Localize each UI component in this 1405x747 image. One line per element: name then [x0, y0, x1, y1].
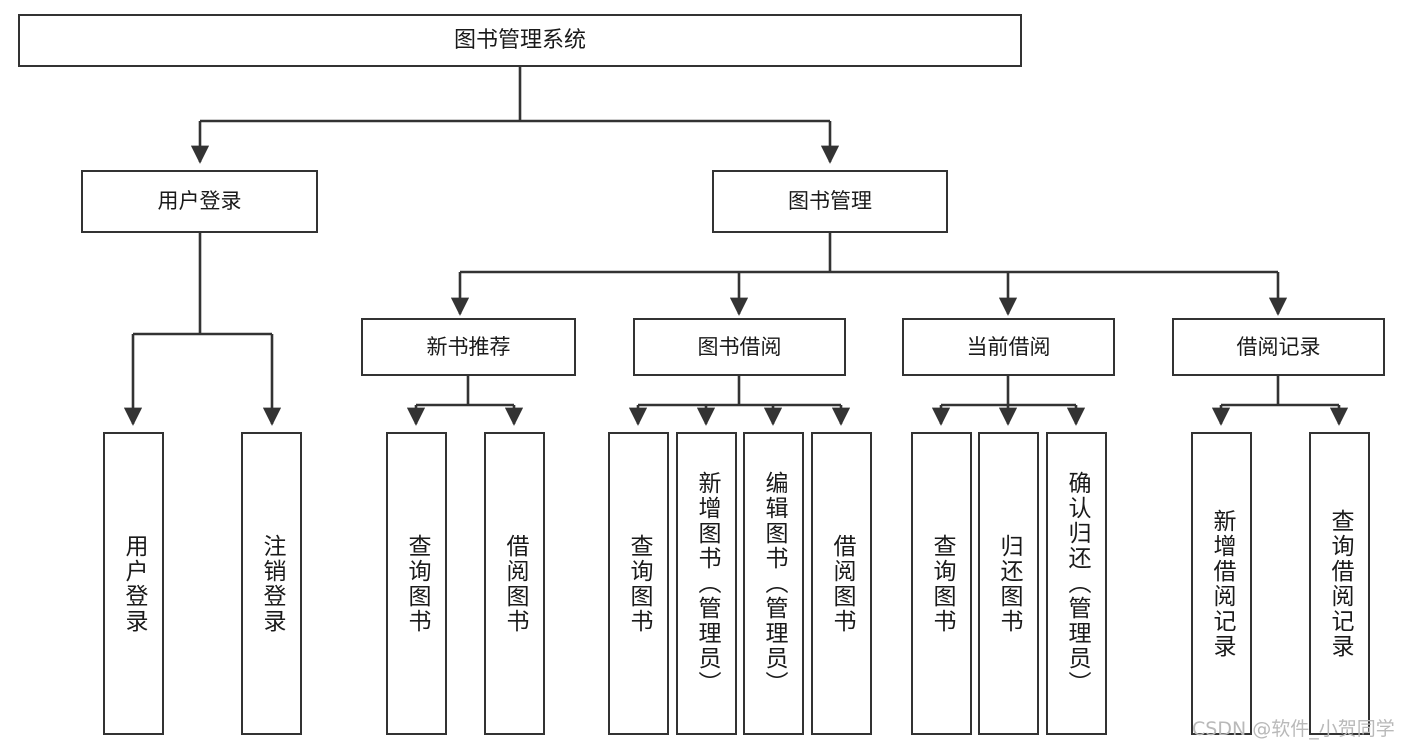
- node-leaf-add-book[interactable]: 新增图书（管理员）: [676, 432, 737, 735]
- node-label: 新增图书（管理员）: [694, 471, 720, 696]
- node-leaf-confirm-return[interactable]: 确认归还（管理员）: [1046, 432, 1107, 735]
- node-book-borrow[interactable]: 图书借阅: [633, 318, 846, 376]
- node-label: 用户登录: [121, 533, 147, 634]
- node-label: 注销登录: [259, 533, 285, 634]
- node-label: 借阅图书: [502, 533, 528, 634]
- node-label: 查询图书: [404, 533, 430, 634]
- node-label: 新书推荐: [426, 334, 511, 359]
- node-leaf-user-logout[interactable]: 注销登录: [241, 432, 302, 735]
- node-label: 查询借阅记录: [1327, 508, 1353, 659]
- node-label: 图书借阅: [697, 334, 782, 359]
- node-leaf-user-login[interactable]: 用户登录: [103, 432, 164, 735]
- csdn-watermark: CSDN @软件_小贺同学: [1192, 718, 1395, 740]
- node-label: 借阅图书: [829, 533, 855, 634]
- node-user-login[interactable]: 用户登录: [81, 170, 318, 233]
- node-book-manage[interactable]: 图书管理: [712, 170, 948, 233]
- node-label: 新增借阅记录: [1209, 508, 1235, 659]
- node-leaf-query-book-2[interactable]: 查询图书: [608, 432, 669, 735]
- node-borrow-record[interactable]: 借阅记录: [1172, 318, 1385, 376]
- node-label: 图书管理: [788, 189, 872, 214]
- node-new-book-recommend[interactable]: 新书推荐: [361, 318, 576, 376]
- node-leaf-borrow-book-1[interactable]: 借阅图书: [484, 432, 545, 735]
- node-leaf-query-book-3[interactable]: 查询图书: [911, 432, 972, 735]
- node-leaf-query-record[interactable]: 查询借阅记录: [1309, 432, 1370, 735]
- node-label: 图书管理系统: [453, 27, 586, 53]
- node-leaf-borrow-book-2[interactable]: 借阅图书: [811, 432, 872, 735]
- node-label: 用户登录: [157, 189, 242, 214]
- node-label: 借阅记录: [1236, 334, 1321, 359]
- node-leaf-add-record[interactable]: 新增借阅记录: [1191, 432, 1252, 735]
- node-leaf-edit-book[interactable]: 编辑图书（管理员）: [743, 432, 804, 735]
- node-current-borrow[interactable]: 当前借阅: [902, 318, 1115, 376]
- node-label: 查询图书: [626, 533, 652, 634]
- node-label: 当前借阅: [966, 334, 1051, 359]
- node-leaf-query-book-1[interactable]: 查询图书: [386, 432, 447, 735]
- node-label: 编辑图书（管理员）: [761, 471, 787, 696]
- node-label: 确认归还（管理员）: [1064, 471, 1090, 696]
- node-leaf-return-book[interactable]: 归还图书: [978, 432, 1039, 735]
- node-root-book-management-system[interactable]: 图书管理系统: [18, 14, 1022, 67]
- node-label: 查询图书: [929, 533, 955, 634]
- node-label: 归还图书: [996, 533, 1022, 634]
